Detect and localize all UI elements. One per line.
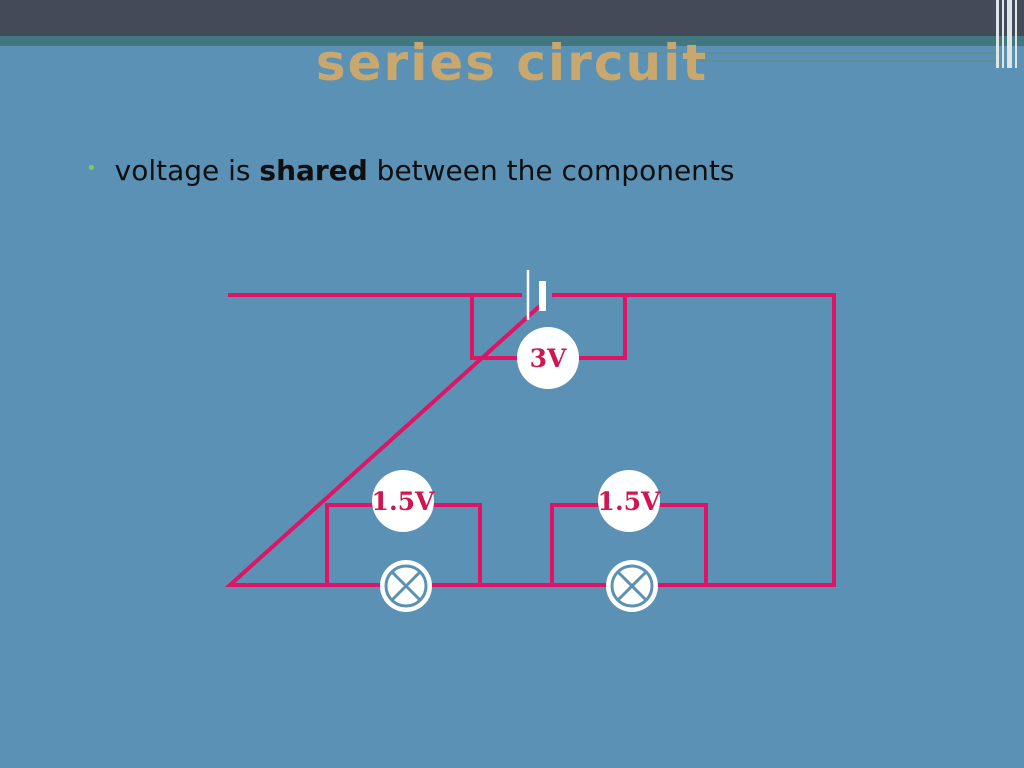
voltmeter-bulb-2-reading: 1.5V xyxy=(598,487,661,516)
voltmeter-battery: 3V xyxy=(517,327,579,389)
accent-line xyxy=(700,60,1000,62)
top-band xyxy=(0,0,1024,36)
bullet-emphasis: shared xyxy=(259,154,368,187)
wire-main-loop xyxy=(224,293,836,587)
slide-title: series circuit xyxy=(315,34,709,92)
bullet-text-prefix: voltage is xyxy=(114,154,260,187)
voltmeter-bulb-1: 1.5V xyxy=(372,470,435,532)
accent-line xyxy=(620,52,1000,54)
voltmeter-bulb-2: 1.5V xyxy=(598,470,661,532)
battery-negative-plate xyxy=(539,281,546,311)
voltmeter-battery-reading: 3V xyxy=(530,344,567,373)
voltmeter-bulb-1-reading: 1.5V xyxy=(372,487,435,516)
lamp-1-icon xyxy=(380,560,432,612)
bullet-text-suffix: between the components xyxy=(367,154,735,187)
edge-decoration xyxy=(994,0,1024,68)
lamp-2-icon xyxy=(606,560,658,612)
bullet-marker: • xyxy=(86,158,97,179)
accent-strip xyxy=(0,36,1024,46)
bullet-item: • voltage is shared between the component… xyxy=(86,154,735,187)
battery-cell xyxy=(522,270,552,320)
